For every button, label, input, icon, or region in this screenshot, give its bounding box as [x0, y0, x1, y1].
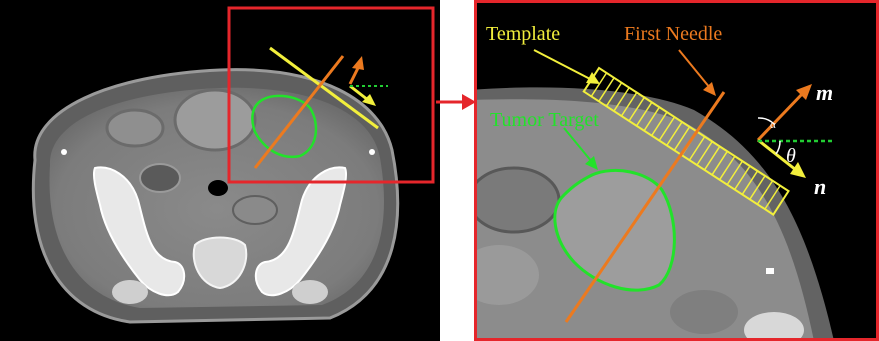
arrow-right-icon	[436, 90, 478, 114]
first-needle-label: First Needle	[624, 24, 722, 44]
tumor-target-label: Tumor Target	[490, 110, 599, 130]
m-axis-arrow	[758, 92, 804, 140]
ct-overview-image	[0, 0, 440, 341]
template-label: Template	[486, 24, 560, 44]
theta-label: θ	[786, 146, 796, 166]
ct-overview-panel	[0, 0, 440, 341]
ct-zoomed-image	[474, 0, 879, 341]
alpha-label: α	[770, 120, 776, 131]
m-axis-label: m	[816, 82, 833, 104]
n-axis-label: n	[814, 176, 826, 198]
ct-zoomed-panel: Template First Needle Tumor Target m n α…	[474, 0, 879, 341]
